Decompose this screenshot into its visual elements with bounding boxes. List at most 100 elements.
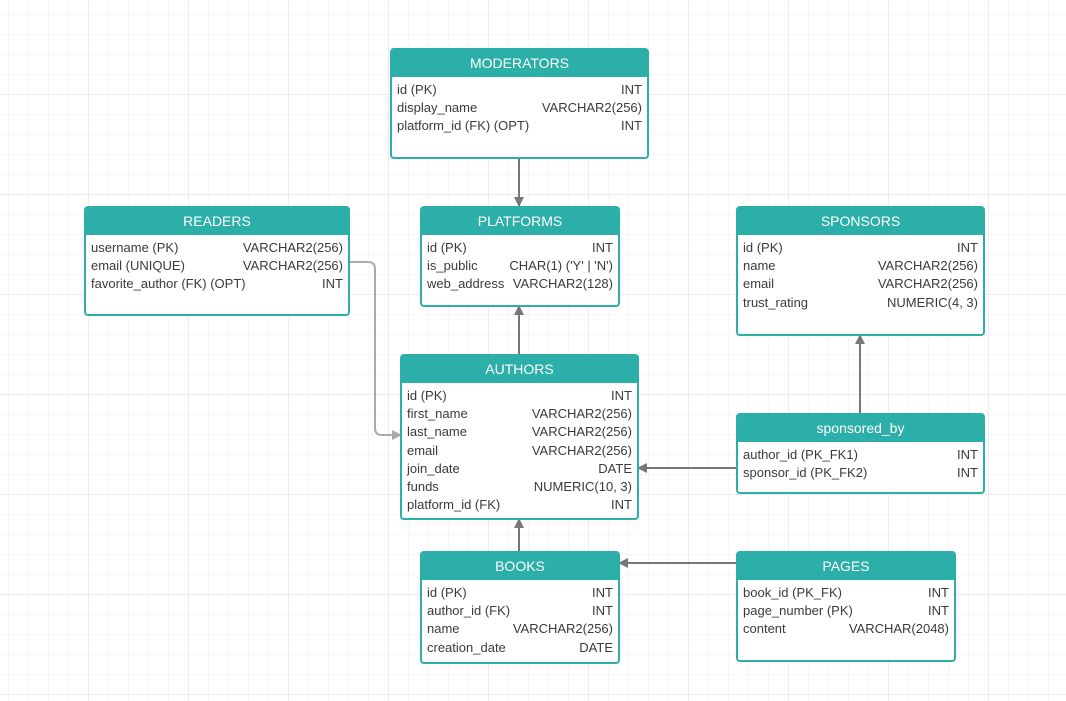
attribute-name: author_id (FK) bbox=[427, 603, 511, 619]
attribute-type: INT bbox=[621, 82, 642, 97]
entity-books[interactable]: BOOKS id (PK) INT author_id (FK) INT name VAR… bbox=[420, 551, 620, 664]
attribute-name: page_number (PK) bbox=[743, 603, 853, 619]
attribute-name: email bbox=[407, 442, 439, 458]
attribute-row: author_id (FK) INT bbox=[427, 602, 613, 620]
attribute-name: id (PK) bbox=[427, 585, 467, 600]
attribute-row: join_date DATE bbox=[407, 460, 632, 478]
entity-title: AUTHORS bbox=[401, 355, 638, 383]
attribute-name: content bbox=[743, 621, 786, 637]
attribute-row: content VARCHAR(2048) bbox=[743, 620, 949, 638]
attribute-row: username (PK) VARCHAR2(256) bbox=[91, 239, 343, 257]
attribute-name: name bbox=[743, 258, 776, 274]
attribute-type: CHAR(1) ('Y' | 'N') bbox=[509, 258, 613, 274]
entity-title: MODERATORS bbox=[391, 49, 648, 77]
attribute-row: first_name VARCHAR2(256) bbox=[407, 405, 632, 423]
attribute-type: VARCHAR2(128) bbox=[512, 276, 613, 292]
attribute-type: VARCHAR2(256) bbox=[531, 406, 632, 422]
attribute-row: email VARCHAR2(256) bbox=[407, 442, 632, 460]
attribute-row: funds NUMERIC(10, 3) bbox=[407, 478, 632, 496]
attribute-type: INT bbox=[322, 276, 343, 292]
attribute-type: INT bbox=[592, 585, 613, 600]
attribute-row: id (PK) INT bbox=[743, 239, 978, 257]
attribute-type: VARCHAR2(256) bbox=[531, 442, 632, 458]
attribute-name: book_id (PK_FK) bbox=[743, 585, 842, 600]
attribute-row: id (PK)INT bbox=[407, 387, 632, 405]
entity-rows: username (PK)VARCHAR2(256)email (UNIQUE)… bbox=[86, 235, 348, 294]
attribute-type: DATE bbox=[579, 639, 613, 655]
attribute-type: VARCHAR2(256) bbox=[541, 100, 642, 116]
attribute-name: join_date bbox=[407, 460, 460, 476]
attribute-type: VARCHAR2(256) bbox=[877, 276, 978, 292]
attribute-type: INT bbox=[621, 118, 642, 134]
attribute-row: display_name VARCHAR2(256) bbox=[397, 99, 642, 117]
attribute-row: email VARCHAR2(256) bbox=[743, 275, 978, 293]
attribute-type: VARCHAR2(256) bbox=[877, 258, 978, 274]
attribute-row: page_number (PK)INT bbox=[743, 602, 949, 620]
attribute-type: NUMERIC(4, 3) bbox=[886, 294, 978, 310]
attribute-name: id (PK) bbox=[743, 240, 783, 255]
connector-readers-authors[interactable] bbox=[349, 261, 402, 440]
attribute-type: VARCHAR2(256) bbox=[512, 621, 613, 637]
attribute-name: first_name bbox=[407, 406, 468, 422]
attribute-name: web_address bbox=[427, 276, 505, 292]
attribute-name: email (UNIQUE) bbox=[91, 258, 185, 274]
entity-title: sponsored_by bbox=[737, 414, 984, 442]
attribute-type: INT bbox=[611, 497, 632, 513]
attribute-type: INT bbox=[928, 585, 949, 600]
attribute-type: VARCHAR(2048) bbox=[848, 621, 949, 637]
attribute-name: id (PK) bbox=[397, 82, 437, 97]
entity-rows: id (PK) INT author_id (FK) INT name VARCHAR2(… bbox=[422, 580, 618, 657]
attribute-type: VARCHAR2(256) bbox=[242, 258, 343, 274]
attribute-name: favorite_author (FK) (OPT) bbox=[91, 276, 246, 292]
entity-moderators[interactable]: MODERATORS id (PK) INT display_name VARCHAR… bbox=[390, 48, 649, 159]
attribute-row: platform_id (FK)INT bbox=[407, 496, 632, 514]
attribute-name: last_name bbox=[407, 424, 467, 440]
attribute-name: platform_id (FK) (OPT) bbox=[397, 118, 530, 134]
attribute-type: DATE bbox=[598, 460, 632, 476]
attribute-type: INT bbox=[957, 240, 978, 255]
attribute-row: id (PK) INT bbox=[427, 584, 613, 602]
attribute-name: id (PK) bbox=[407, 388, 447, 403]
entity-readers[interactable]: READERS username (PK)VARCHAR2(256)email … bbox=[84, 206, 350, 316]
attribute-name: display_name bbox=[397, 100, 478, 116]
entity-title: PLATFORMS bbox=[421, 207, 619, 235]
attribute-name: funds bbox=[407, 478, 439, 494]
attribute-row: name VARCHAR2(256) bbox=[743, 257, 978, 275]
attribute-row: author_id (PK_FK1) INT bbox=[743, 446, 978, 464]
entity-title: SPONSORS bbox=[737, 207, 984, 235]
attribute-row: last_name VARCHAR2(256) bbox=[407, 423, 632, 441]
attribute-row: email (UNIQUE) VARCHAR2(256) bbox=[91, 257, 343, 275]
attribute-name: trust_rating bbox=[743, 294, 809, 310]
attribute-name: is_public bbox=[427, 258, 478, 274]
attribute-row: web_address VARCHAR2(128) bbox=[427, 275, 613, 293]
entity-pages[interactable]: PAGES book_id (PK_FK) INT page_number (PK)… bbox=[736, 551, 956, 662]
attribute-name: name bbox=[427, 621, 460, 637]
attribute-name: username (PK) bbox=[91, 240, 179, 255]
attribute-row: creation_date DATE bbox=[427, 639, 613, 657]
attribute-row: platform_id (FK) (OPT) INT bbox=[397, 117, 642, 135]
attribute-type: NUMERIC(10, 3) bbox=[533, 478, 632, 494]
attribute-name: email bbox=[743, 276, 775, 292]
entity-title: PAGES bbox=[737, 552, 955, 580]
attribute-name: author_id (PK_FK1) bbox=[743, 447, 858, 462]
attribute-type: INT bbox=[592, 603, 613, 619]
attribute-name: id (PK) bbox=[427, 240, 467, 255]
attribute-name: creation_date bbox=[427, 639, 506, 655]
attribute-type: VARCHAR2(256) bbox=[242, 240, 343, 255]
attribute-type: VARCHAR2(256) bbox=[531, 424, 632, 440]
attribute-row: favorite_author (FK) (OPT) INT bbox=[91, 275, 343, 293]
attribute-row: id (PK) INT bbox=[397, 81, 642, 99]
attribute-type: INT bbox=[957, 447, 978, 462]
entity-title: BOOKS bbox=[421, 552, 619, 580]
